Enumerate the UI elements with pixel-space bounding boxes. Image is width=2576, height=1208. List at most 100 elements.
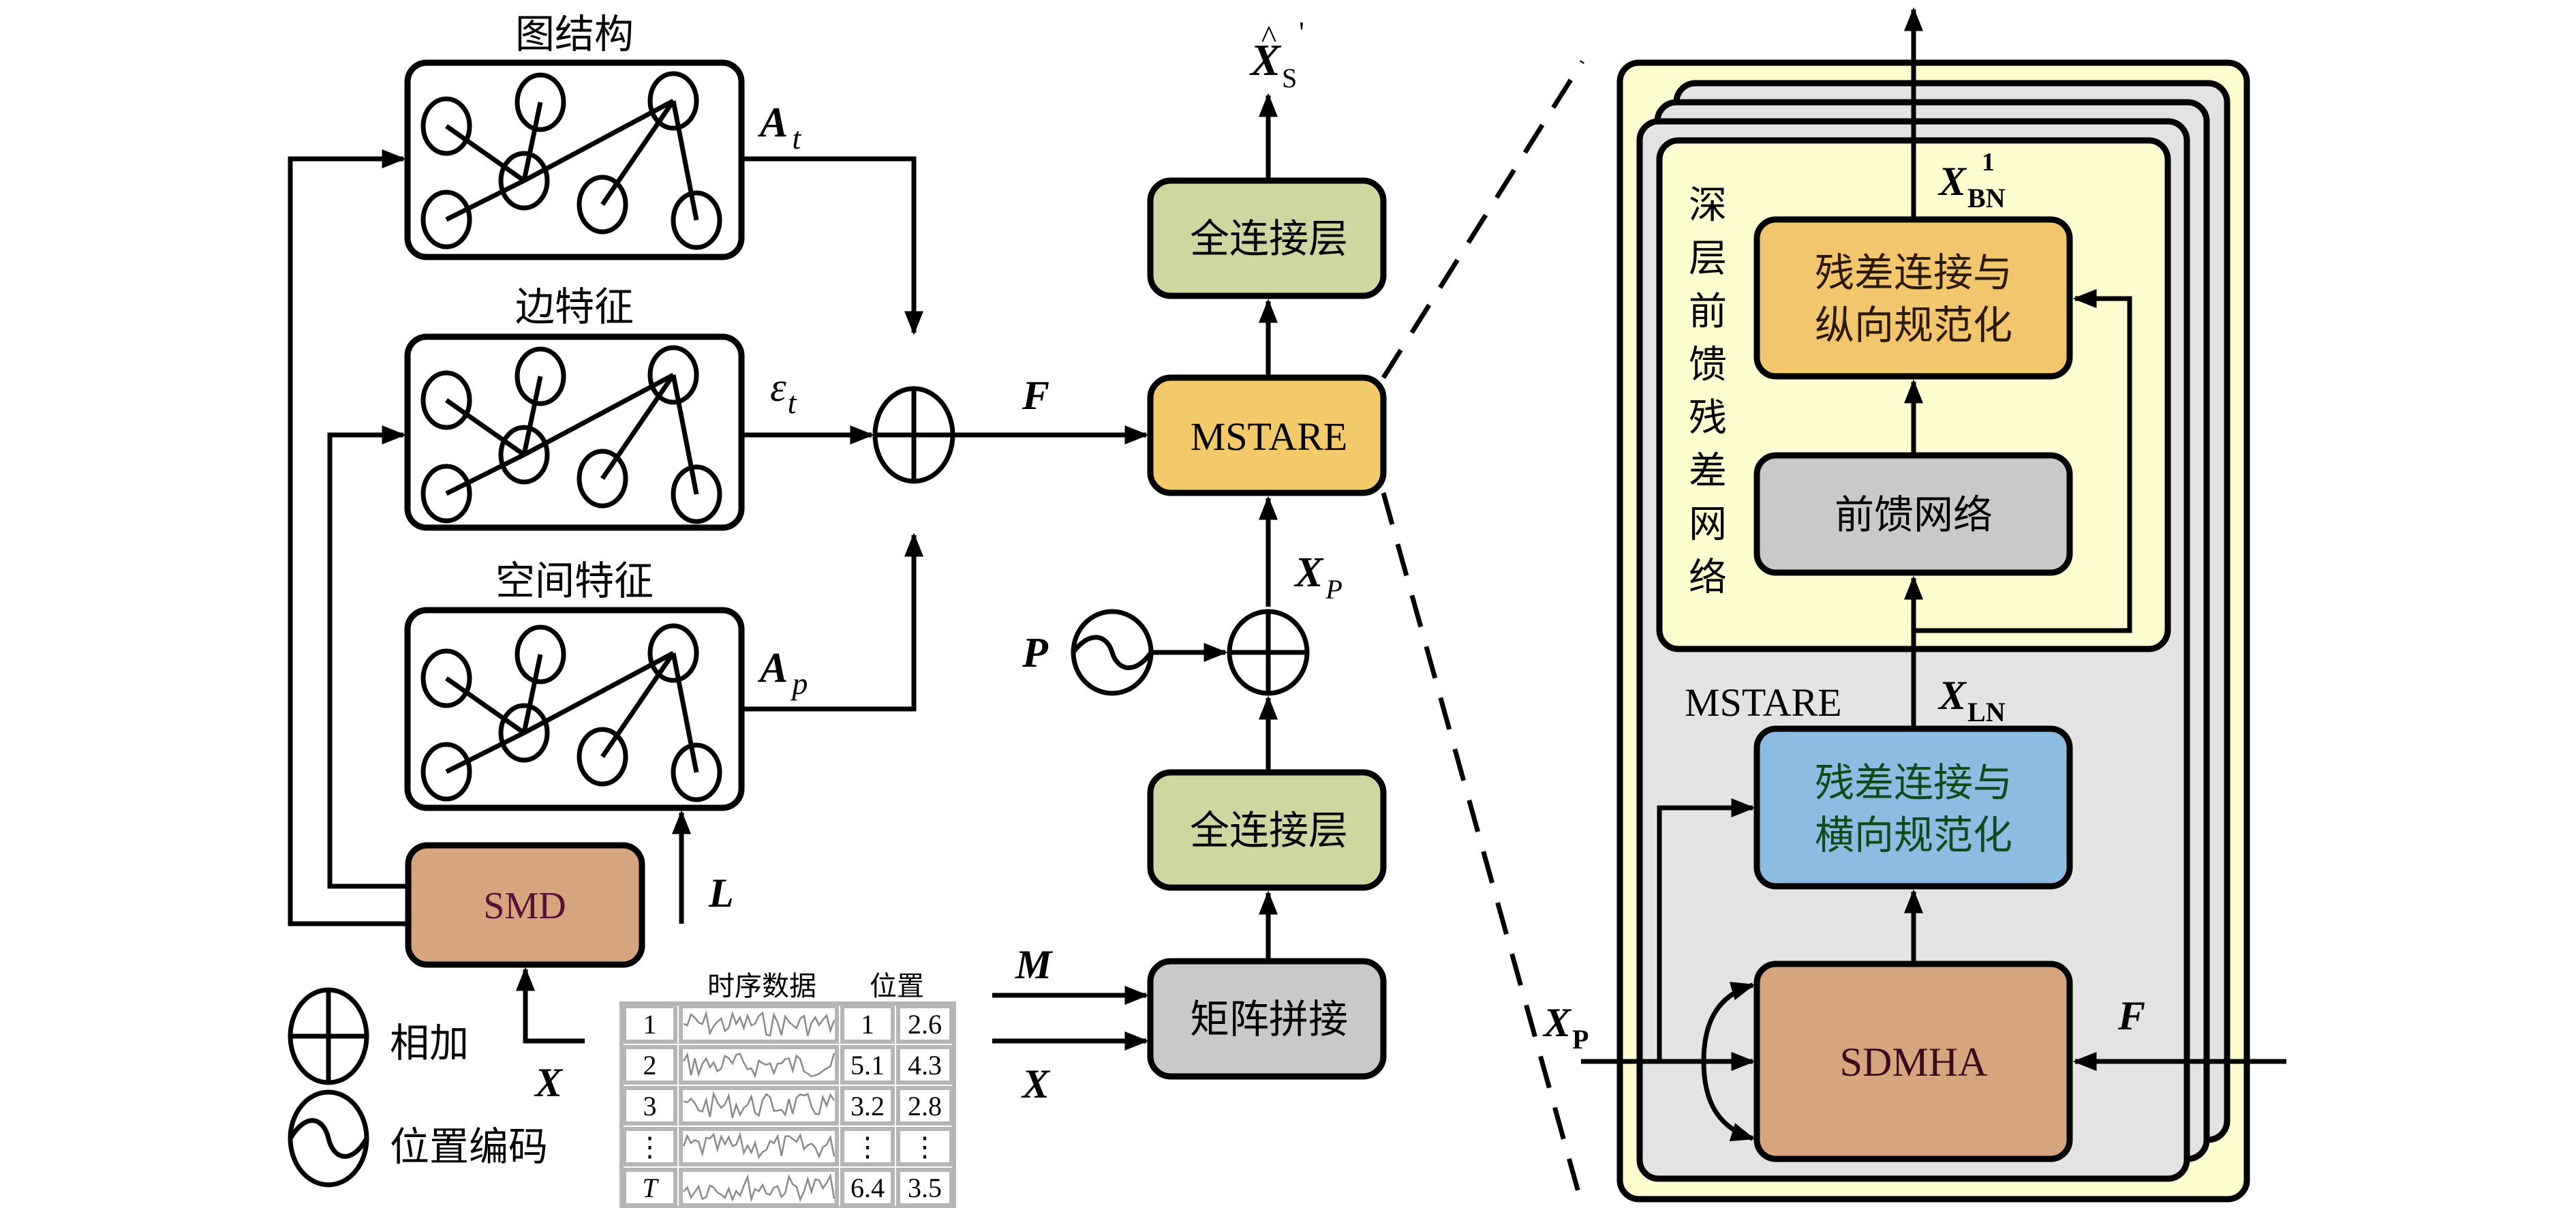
label-X-smd: X [534,1060,564,1105]
deep-ff-title-char: 深 [1689,183,1727,228]
time-series-sparkline [683,1010,835,1037]
table-cell-pos2: 3.5 [908,1173,942,1203]
table-header-position: 位置 [870,971,924,1002]
ff-network-box [1753,452,2073,576]
table-cell-pos2: 2.8 [908,1091,942,1121]
deep-ff-title-char: 前 [1689,290,1727,334]
table-cell [679,1004,839,1044]
label-X-BN: XBN [1937,159,2006,213]
table-header-series: 时序数据 [707,971,816,1002]
label-L: L [708,871,734,916]
deep-ff-title-char: 层 [1689,237,1727,281]
table-cell [896,1127,953,1166]
label-Xp-right: XP [1542,1000,1589,1055]
fc-bottom-label: 全连接层 [1190,807,1348,854]
x-to-smd-arrow [516,967,585,1044]
table-cell [896,1045,953,1085]
smd-to-edge-feature-arrow [327,425,408,889]
table-cell [840,1168,895,1207]
residual-vertical-line1: 残差连接与 [1815,250,2012,296]
xp-key-curve-bottom [1701,1061,1755,1142]
legend-add-label: 相加 [390,1020,469,1066]
legend-add-icon [288,987,369,1085]
fc-bottom-box [1147,769,1387,891]
matrix-concat-label: 矩阵拼接 [1190,996,1348,1042]
table-cell [622,1004,677,1044]
mstare-caption: MSTARE [1685,680,1842,725]
table-cell-pos2: ⋮ [911,1132,938,1162]
table-cell-pos2: 2.6 [908,1009,942,1040]
label-F-right: F [2117,993,2145,1038]
table-cell-pos1: 6.4 [850,1173,885,1203]
residual-vertical-norm-box [1753,216,2073,380]
table-cell [896,1004,953,1044]
matrix-concat-box [1147,958,1387,1080]
deep-ff-title-char: 差 [1689,449,1727,494]
label-eps-t: εt [770,365,797,420]
table-cell [840,1004,895,1044]
table-row: T 6.4 3.5 [622,1168,953,1207]
edge-feature-box [404,333,745,531]
table-cell-index: 1 [643,1009,657,1040]
adder-icon-main [872,386,955,484]
spatial-feature-title: 空间特征 [495,558,654,604]
mstare-box[interactable] [1147,374,1387,496]
legend-position-encoding-label: 位置编码 [390,1123,548,1170]
table-cell [896,1086,953,1126]
xp-query-curve-top [1701,982,1755,1062]
graph-structure-title: 图结构 [515,11,634,57]
zoom-guide-top [1381,60,1584,379]
table-cell [622,1127,677,1166]
fc-top-label: 全连接层 [1190,215,1348,262]
xp-skip-connection-arrow [1657,798,1755,1061]
output-hat: ^ [1261,19,1277,55]
time-series-sparkline [682,1052,835,1079]
sdmha-box [1753,961,2073,1162]
deep-ff-title-char: 残 [1689,396,1727,440]
table-cell [840,1127,895,1166]
label-X-LN: XLN [1937,673,2006,727]
label-X-BN-sup: 1 [1982,148,1995,177]
at-to-adder-arrow [741,156,923,335]
table-cell-index: 3 [643,1091,657,1121]
sdmha-label: SDMHA [1840,1040,1988,1085]
table-cell [622,1045,677,1085]
smd-to-graph-structure-arrow [288,149,408,926]
deep-ff-title: 深层前馈残差网络 [1689,183,1727,600]
table-cell [840,1086,895,1126]
residual-horizontal-line1: 残差连接与 [1815,759,2012,806]
mstare-label: MSTARE [1191,414,1348,459]
table-row: ⋮ ⋮ ⋮ [622,1127,953,1166]
smd-box [405,842,645,968]
residual-horizontal-norm-box [1753,725,2073,890]
table-cell [622,1086,677,1126]
time-series-sparkline [683,1090,835,1119]
smd-label: SMD [483,885,566,927]
edge-feature-title: 边特征 [515,284,634,330]
table-cell [679,1045,839,1085]
table-cell [896,1168,953,1207]
table-cell [840,1045,895,1085]
label-X-concat: X [1021,1061,1051,1106]
residual-horizontal-line2: 横向规范化 [1815,812,2012,858]
adder-icon-position [1227,609,1310,696]
table-cell [622,1168,677,1207]
label-F: F [1022,373,1049,418]
residual-vertical-line2: 纵向规范化 [1815,302,2012,348]
fc-top-box [1147,177,1387,299]
graph-structure-box [404,59,745,260]
position-encoding-icon [1071,609,1154,696]
table-cell-pos1: ⋮ [854,1132,881,1162]
deep-ff-title-char: 网 [1689,502,1727,547]
zoom-guide-bottom [1381,492,1585,1207]
label-M: M [1015,942,1054,987]
table-cell-index: T [642,1173,659,1203]
table-cell-pos2: 4.3 [908,1050,942,1081]
ap-to-adder-arrow [741,532,923,712]
table-cell-index: ⋮ [637,1132,664,1162]
